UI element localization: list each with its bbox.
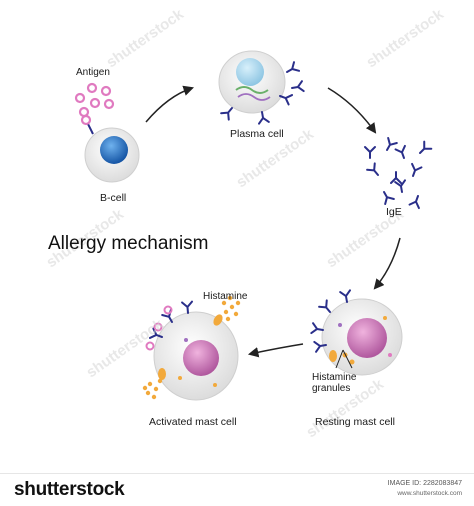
resting-mast-cell-label: Resting mast cell — [315, 416, 395, 428]
activated-mast-cell — [142, 295, 241, 401]
image-id: IMAGE ID: 2282083847 — [387, 480, 462, 487]
plasma-cell — [218, 50, 305, 125]
ige-label: IgE — [386, 206, 402, 218]
site-url: www.shutterstock.com — [397, 490, 462, 497]
b-cell-label: B-cell — [100, 192, 127, 204]
b-cell — [80, 114, 140, 183]
flow-arrows — [145, 85, 401, 358]
diagram-title: Allergy mechanism — [48, 233, 209, 254]
activated-mast-cell-label: Activated mast cell — [149, 416, 237, 428]
antigen-label: Antigen — [76, 67, 110, 78]
histamine-granules-label: Histamine granules — [312, 372, 357, 394]
resting-mast-cell — [310, 289, 403, 376]
brand-logo: shutterstock — [14, 479, 125, 500]
antigen-particles — [74, 82, 115, 118]
plasma-cell-label: Plasma cell — [230, 128, 284, 140]
histamine-label: Histamine — [203, 291, 248, 302]
footer-bar: shutterstock IMAGE ID: 2282083847 www.sh… — [0, 473, 474, 506]
ige-antibodies — [364, 136, 433, 210]
